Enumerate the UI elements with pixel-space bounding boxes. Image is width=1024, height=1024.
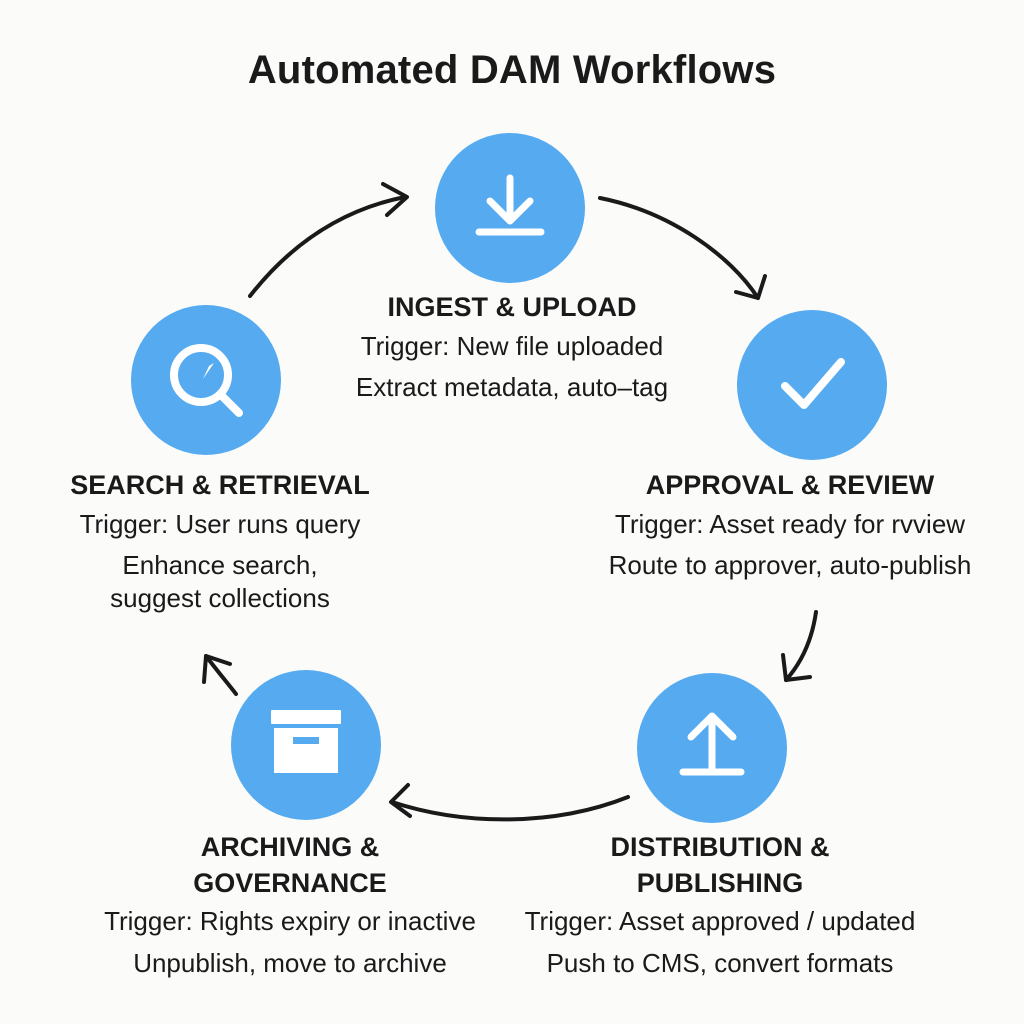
archiving-title: ARCHIVING & GOVERNANCE bbox=[70, 830, 510, 901]
approval-title: APPROVAL & REVIEW bbox=[645, 470, 935, 500]
checkmark-icon bbox=[781, 358, 845, 409]
archiving-title-line-1: ARCHIVING & bbox=[200, 832, 380, 862]
distribution-title-line-2: PUBLISHING bbox=[636, 867, 804, 898]
ingest-node bbox=[435, 133, 585, 283]
arrow-ingest-to-approval bbox=[598, 196, 760, 300]
search-action-line-1: Enhance search, bbox=[122, 549, 318, 580]
ingest-action: Extract metadata, auto–tag bbox=[355, 371, 669, 402]
ingest-title: INGEST & UPLOAD bbox=[387, 292, 637, 322]
arrowhead-archiving-to-search bbox=[202, 654, 232, 684]
download-icon bbox=[475, 174, 545, 236]
arrow-approval-to-distribution bbox=[784, 610, 818, 682]
search-action-line-2: suggest collections bbox=[110, 583, 330, 614]
archive-box-icon bbox=[271, 710, 341, 773]
distribution-trigger: Trigger: Asset approved / updated bbox=[524, 906, 916, 937]
search-node bbox=[131, 305, 281, 455]
search-icon bbox=[170, 344, 243, 417]
arrowhead-search-to-ingest bbox=[381, 182, 409, 217]
distribution-title-line-1: DISTRIBUTION & bbox=[610, 832, 830, 862]
distribution-action: Push to CMS, convert formats bbox=[546, 947, 894, 978]
archiving-node bbox=[231, 670, 381, 820]
search-title: SEARCH & RETRIEVAL bbox=[70, 470, 370, 500]
arrow-search-to-ingest bbox=[248, 195, 407, 298]
diagram-title: Automated DAM Workflows bbox=[247, 48, 777, 92]
archiving-caption: ARCHIVING & GOVERNANCE Trigger: Rights e… bbox=[70, 830, 510, 980]
ingest-trigger: Trigger: New file uploaded bbox=[360, 330, 664, 361]
search-caption: SEARCH & RETRIEVAL Trigger: User runs qu… bbox=[40, 468, 400, 615]
arrowhead-distribution-to-archiving bbox=[389, 783, 412, 818]
arrow-distribution-to-archiving bbox=[390, 795, 630, 822]
archiving-title-line-2: GOVERNANCE bbox=[193, 867, 387, 898]
arrowhead-ingest-to-approval bbox=[734, 274, 767, 300]
distribution-title: DISTRIBUTION & PUBLISHING bbox=[500, 830, 940, 901]
arrow-archiving-to-search bbox=[204, 654, 238, 696]
ingest-caption: INGEST & UPLOAD Trigger: New file upload… bbox=[312, 290, 712, 404]
archiving-trigger: Trigger: Rights expiry or inactive bbox=[104, 906, 476, 937]
search-trigger: Trigger: User runs query bbox=[79, 508, 361, 539]
approval-caption: APPROVAL & REVIEW Trigger: Asset ready f… bbox=[580, 468, 1000, 582]
distribution-caption: DISTRIBUTION & PUBLISHING Trigger: Asset… bbox=[500, 830, 940, 980]
arrowhead-approval-to-distribution bbox=[781, 653, 812, 682]
approval-node bbox=[737, 310, 887, 460]
approval-action: Route to approver, auto-publish bbox=[608, 549, 972, 580]
distribution-node bbox=[637, 673, 787, 823]
archiving-action: Unpublish, move to archive bbox=[133, 947, 447, 978]
approval-trigger: Trigger: Asset ready for rvview bbox=[614, 508, 966, 539]
upload-icon bbox=[679, 712, 745, 776]
